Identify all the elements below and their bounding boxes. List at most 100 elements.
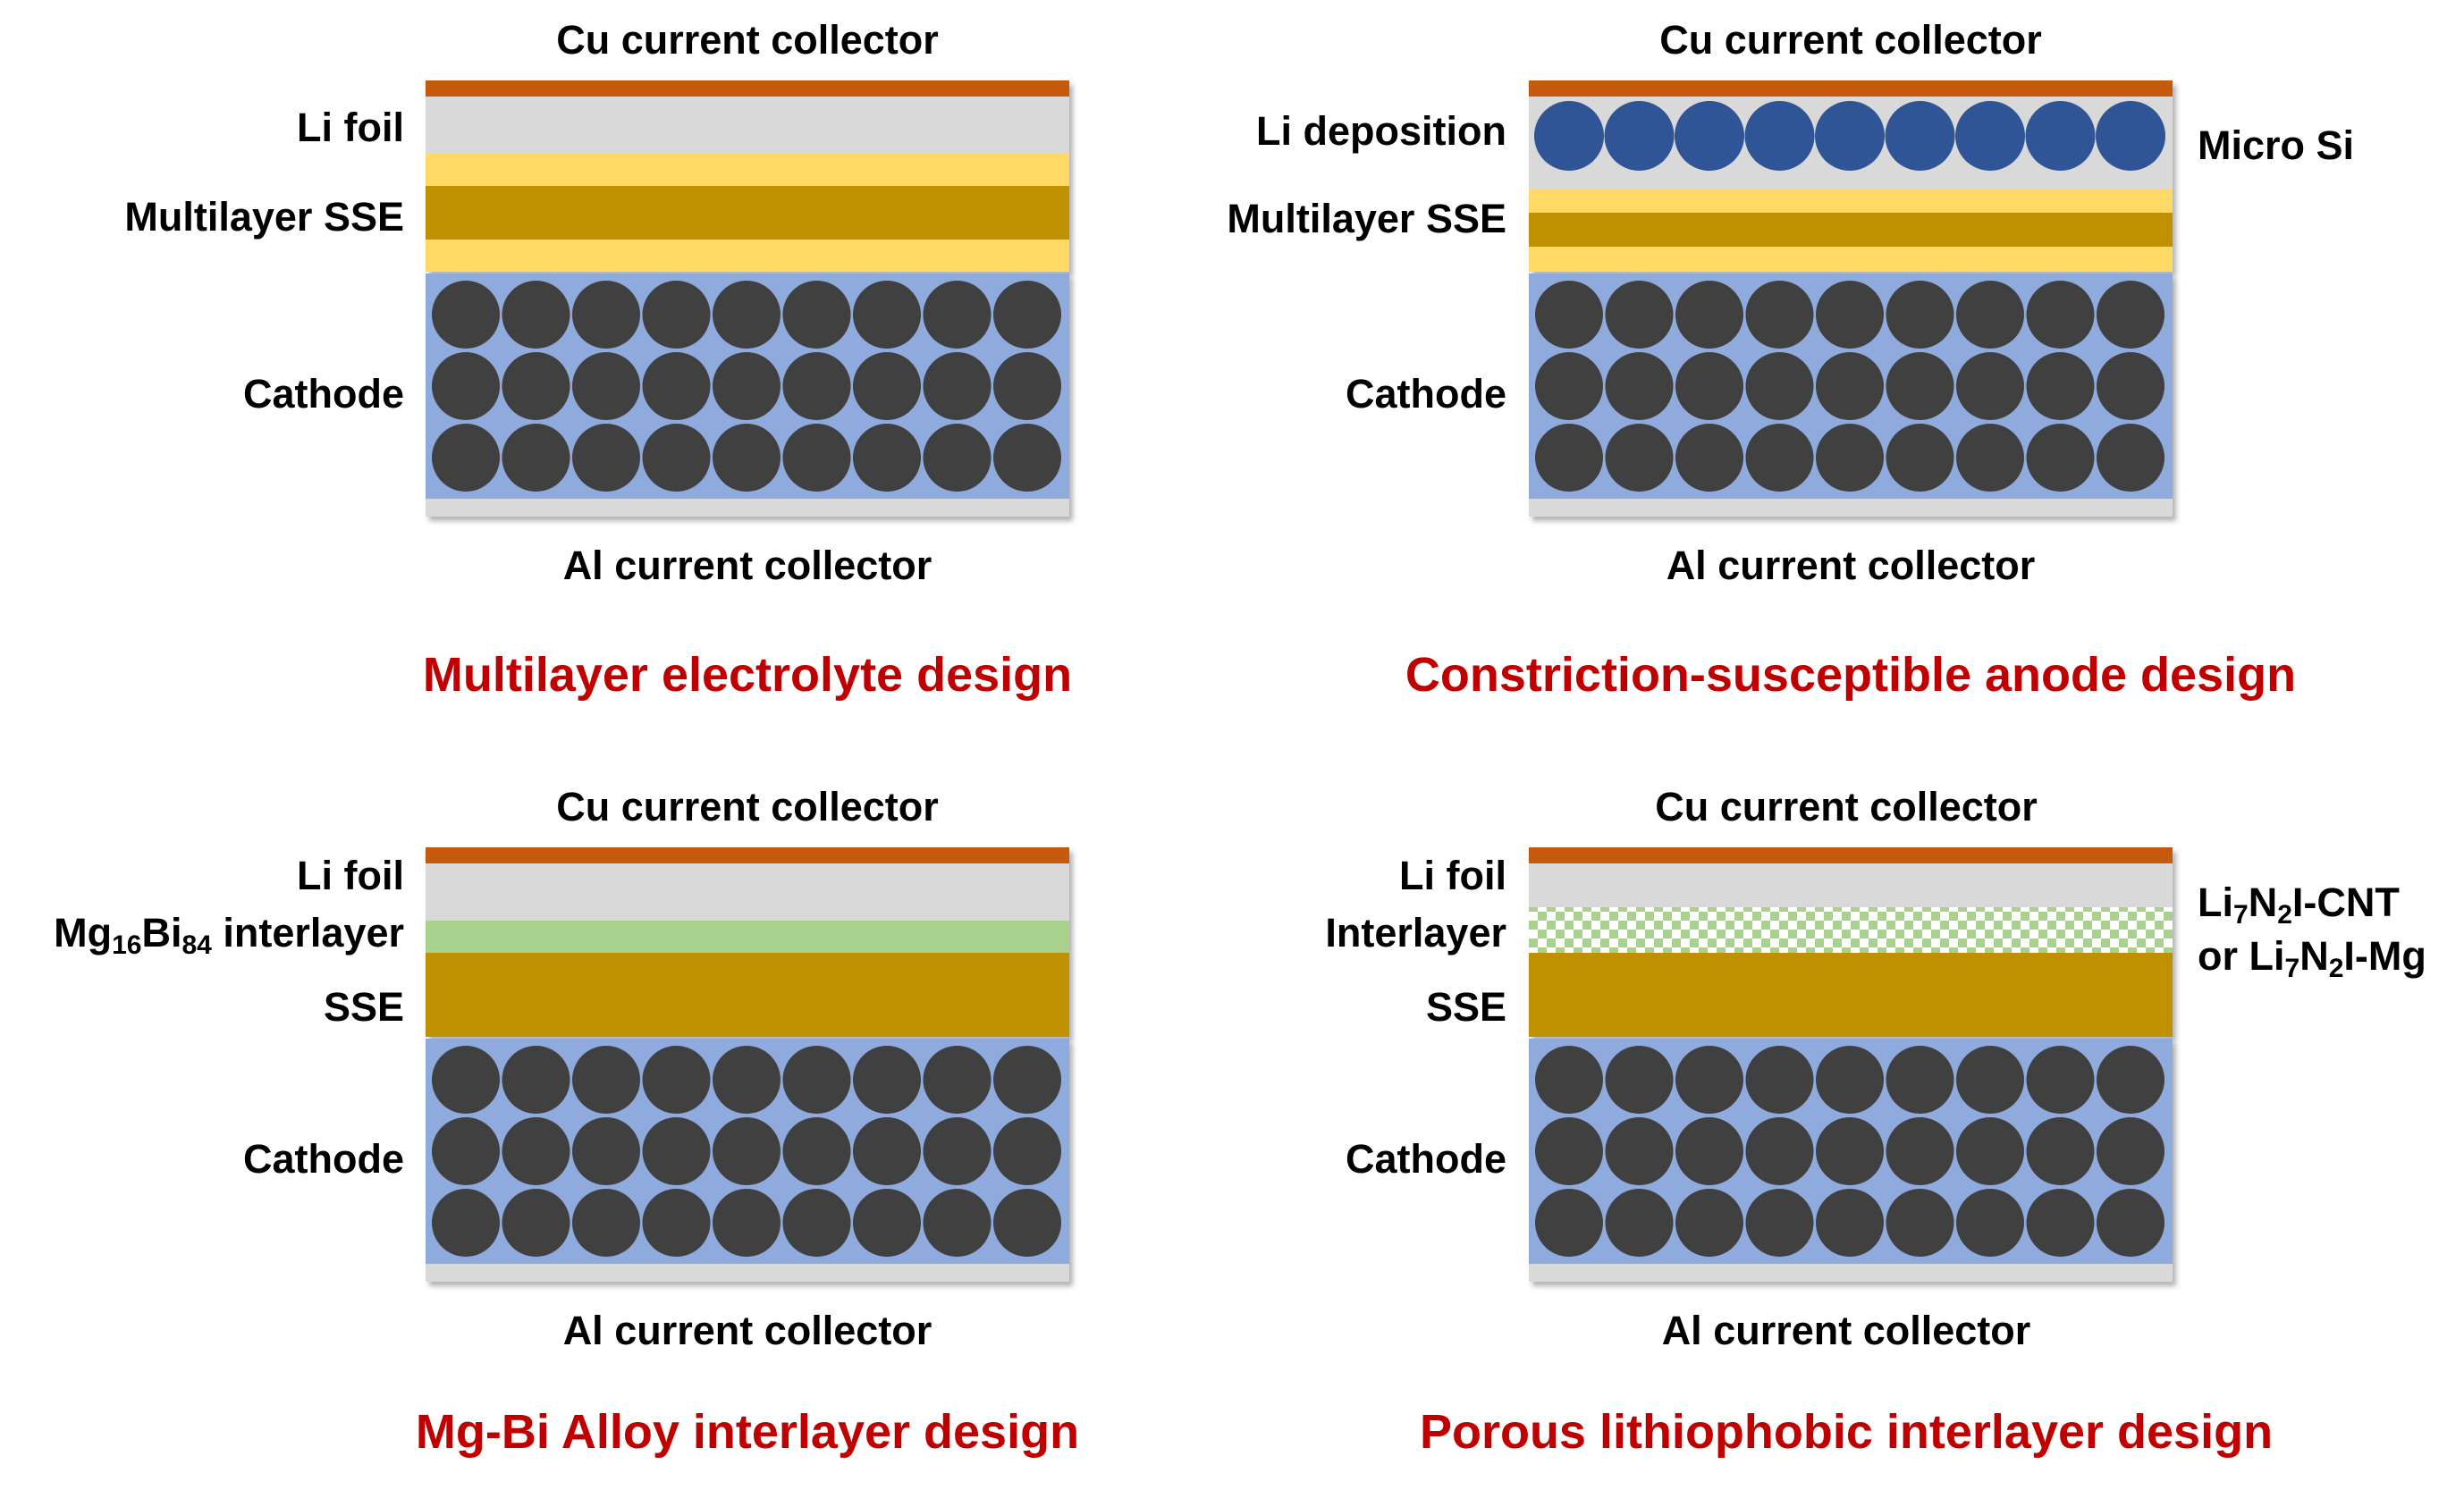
interlayer-material-label-line2: or Li7N2I-Mg bbox=[2198, 933, 2426, 983]
cathode-particle bbox=[2097, 1046, 2164, 1114]
cathode-particle bbox=[1956, 424, 2024, 492]
cathode-particle bbox=[782, 1189, 851, 1257]
cathode-particle bbox=[1886, 1189, 1954, 1257]
micro-si-particle bbox=[1815, 101, 1885, 171]
cathode-particle bbox=[502, 1189, 570, 1257]
cathode-particle bbox=[782, 281, 851, 349]
cathode-particle bbox=[642, 1117, 711, 1185]
cathode-particle bbox=[1605, 281, 1674, 349]
cathode-particle bbox=[782, 424, 851, 492]
cathode-particle bbox=[2026, 352, 2095, 420]
cathode-particle bbox=[1886, 281, 1954, 349]
al-current-collector-label: Al current collector bbox=[1662, 1308, 2031, 1353]
cathode-particle bbox=[853, 1189, 921, 1257]
micro-si-particle bbox=[1604, 101, 1675, 171]
cathode-particle bbox=[572, 424, 640, 492]
cathode-particle bbox=[2097, 281, 2164, 349]
cathode-particle bbox=[923, 1189, 992, 1257]
cathode-particle bbox=[1535, 1189, 1603, 1257]
cathode-particle bbox=[1605, 1046, 1674, 1114]
al-current-collector-layer bbox=[1529, 499, 2173, 517]
cathode-particle bbox=[2026, 1117, 2095, 1185]
cathode-particle bbox=[1675, 1046, 1743, 1114]
cathode-particle bbox=[993, 352, 1061, 420]
cathode-particle bbox=[1956, 1046, 2024, 1114]
cathode-particle bbox=[853, 352, 921, 420]
cathode-label: Cathode bbox=[1346, 1136, 1506, 1182]
cathode-particle bbox=[1816, 352, 1884, 420]
cathode-particle bbox=[502, 281, 570, 349]
cathode-particle bbox=[1745, 1117, 1814, 1185]
cathode-particle bbox=[432, 1046, 500, 1114]
micro-si-particle bbox=[2096, 101, 2165, 171]
cathode-particle bbox=[853, 1117, 921, 1185]
sse-dark-layer bbox=[1529, 213, 2173, 247]
cathode-particle bbox=[2026, 424, 2095, 492]
li-foil-layer bbox=[426, 863, 1069, 921]
cathode-particle bbox=[923, 424, 992, 492]
cathode-particle bbox=[2026, 281, 2095, 349]
cathode-particle bbox=[1745, 352, 1814, 420]
cathode-particle bbox=[1956, 1189, 2024, 1257]
cu-current-collector-label: Cu current collector bbox=[1659, 17, 2042, 63]
al-current-collector-label: Al current collector bbox=[1667, 543, 2036, 588]
cathode-particle bbox=[2097, 1117, 2164, 1185]
cu-current-collector-layer bbox=[426, 80, 1069, 97]
al-current-collector-label: Al current collector bbox=[563, 1308, 932, 1353]
micro-si-particle bbox=[1744, 101, 1815, 171]
cathode-particle bbox=[782, 1117, 851, 1185]
cathode-particle bbox=[713, 281, 781, 349]
cathode-particle bbox=[993, 1046, 1061, 1114]
cathode-particle bbox=[1535, 1046, 1603, 1114]
cathode-particle bbox=[1535, 281, 1603, 349]
mg-bi-interlayer-layer bbox=[426, 921, 1069, 953]
micro-si-particle bbox=[2025, 101, 2096, 171]
cathode-particle bbox=[1886, 352, 1954, 420]
interlayer-material-label-line1: Li7N2I-CNT bbox=[2198, 880, 2400, 930]
cathode-label: Cathode bbox=[243, 1136, 404, 1182]
panel-caption: Porous lithiophobic interlayer design bbox=[1420, 1405, 2273, 1459]
panel-caption: Multilayer electrolyte design bbox=[423, 648, 1072, 702]
cathode-label: Cathode bbox=[1346, 371, 1506, 417]
cathode-particle bbox=[782, 1046, 851, 1114]
cathode-label: Cathode bbox=[243, 371, 404, 417]
cathode-particle bbox=[1816, 281, 1884, 349]
cathode-particle bbox=[2097, 352, 2164, 420]
cathode-particle bbox=[993, 1117, 1061, 1185]
cathode-particle bbox=[1745, 424, 1814, 492]
cu-current-collector-label: Cu current collector bbox=[1655, 784, 2038, 829]
panel-constriction-susceptible-anode: Cu current collector Li deposition Micro… bbox=[1227, 17, 2354, 702]
cathode-particle bbox=[1816, 1117, 1884, 1185]
cathode-particle bbox=[993, 424, 1061, 492]
cathode-particle bbox=[713, 1046, 781, 1114]
cathode-particle bbox=[502, 424, 570, 492]
cathode-particle bbox=[432, 1117, 500, 1185]
cathode-particle bbox=[572, 281, 640, 349]
sse-dark-layer bbox=[426, 186, 1069, 240]
cathode-particle bbox=[502, 1046, 570, 1114]
cathode-particle bbox=[1675, 1189, 1743, 1257]
panel-porous-lithiophobic-interlayer: Cu current collector Li foil Interlayer … bbox=[1325, 784, 2426, 1459]
li-foil-label: Li foil bbox=[297, 853, 404, 898]
cathode-particle bbox=[713, 424, 781, 492]
micro-si-particle bbox=[1675, 101, 1744, 171]
multilayer-sse-label: Multilayer SSE bbox=[1227, 196, 1506, 241]
cathode-particle bbox=[1605, 1117, 1674, 1185]
cathode-particle bbox=[1605, 424, 1674, 492]
cathode-particle bbox=[1886, 424, 1954, 492]
cathode-particle bbox=[853, 1046, 921, 1114]
cathode-particles bbox=[1535, 281, 2164, 492]
micro-si-label: Micro Si bbox=[2198, 122, 2354, 168]
cu-current-collector-layer bbox=[1529, 847, 2173, 863]
mg-bi-interlayer-label: Mg16Bi84 interlayer bbox=[54, 910, 404, 960]
al-current-collector-layer bbox=[1529, 1264, 2173, 1282]
panel-multilayer-electrolyte: Cu current collector Li foil Multilayer … bbox=[124, 17, 1072, 702]
cathode-particle bbox=[713, 1189, 781, 1257]
cathode-particle bbox=[2097, 424, 2164, 492]
cathode-particle bbox=[923, 352, 992, 420]
cathode-particle bbox=[572, 1117, 640, 1185]
al-current-collector-label: Al current collector bbox=[563, 543, 932, 588]
cathode-particle bbox=[923, 1046, 992, 1114]
cu-current-collector-layer bbox=[1529, 80, 2173, 97]
